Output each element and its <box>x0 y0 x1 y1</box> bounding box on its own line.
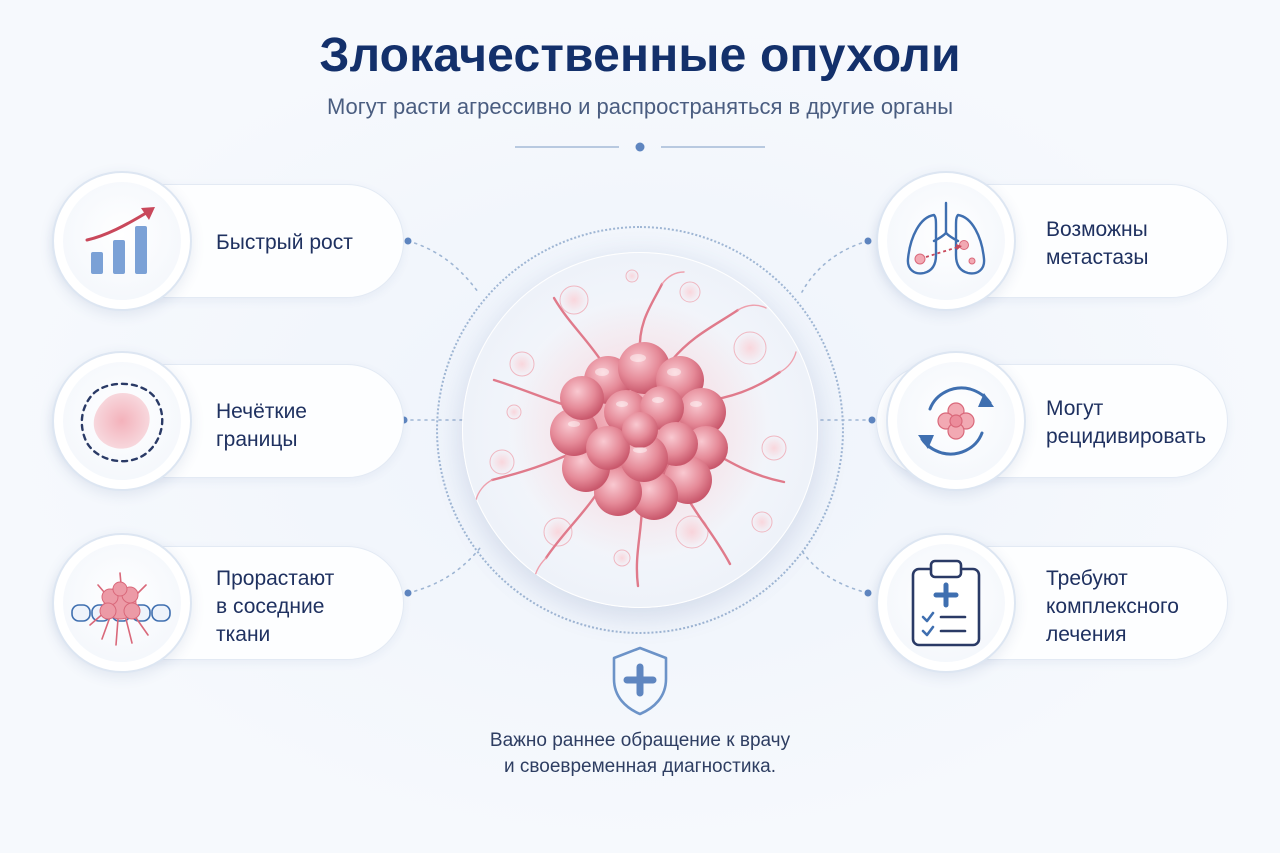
recurrence-cycle-icon <box>918 386 994 456</box>
lungs-metastasis-icon <box>906 201 986 275</box>
growth-chart-icon <box>85 207 155 274</box>
tumor-cell-icon <box>475 269 797 588</box>
feature-label-metastasis: Возможны метастазы <box>1046 218 1149 269</box>
footer-note: Важно раннее обращение к врачу и своевре… <box>489 730 791 777</box>
medical-shield-icon <box>612 646 668 716</box>
feature-label-fast-growth: Быстрый рост <box>216 231 353 254</box>
tissue-invasion-icon <box>71 572 171 646</box>
feature-label-recurrence: Могут рецидивировать <box>1046 397 1207 448</box>
feature-label-blurred-borders: Нечёткие границы <box>216 400 307 451</box>
feature-icon-circle <box>876 171 1016 311</box>
page-title: Злокачественные опухоли <box>319 29 961 82</box>
title-divider <box>515 142 765 152</box>
blurred-border-icon <box>80 382 164 463</box>
center-dotted-ring <box>436 226 844 634</box>
feature-icon-circle <box>52 171 192 311</box>
page-subtitle: Могут расти агрессивно и распространятьс… <box>326 94 954 119</box>
feature-icon-circle <box>52 533 192 673</box>
feature-icon-circle <box>52 351 192 491</box>
feature-icon-circle <box>886 351 1026 491</box>
feature-icon-circle <box>876 533 1016 673</box>
treatment-clipboard-icon <box>911 559 981 647</box>
center-disc <box>462 252 818 608</box>
feature-label-complex-treatment: Требуют комплексного лечения <box>1046 567 1179 646</box>
feature-label-tissue-invasion: Прорастают в соседние ткани <box>216 567 335 646</box>
